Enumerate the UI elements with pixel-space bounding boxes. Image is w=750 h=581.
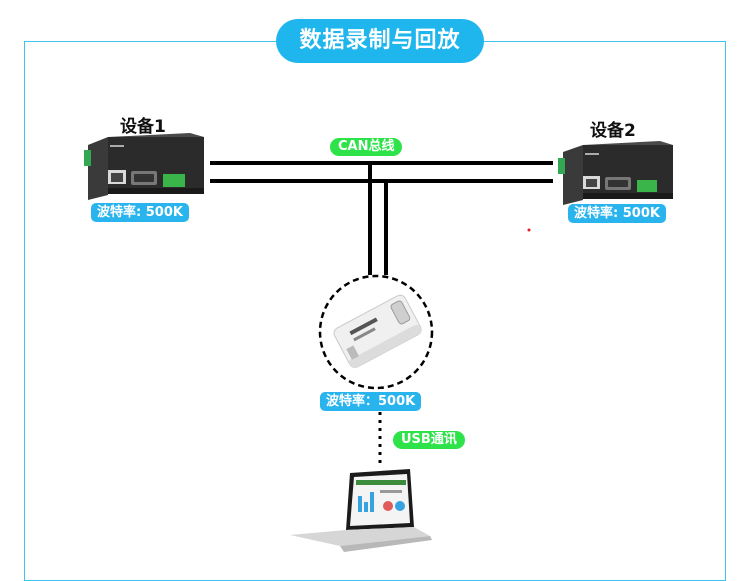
device-2-image xyxy=(558,141,673,205)
device-1-label: 设备1 xyxy=(120,117,166,137)
device-2-label: 设备2 xyxy=(590,121,636,141)
recorder-baud-badge: 波特率：500K xyxy=(320,392,422,411)
diagram-title: 数据录制与回放 xyxy=(276,19,484,63)
can-bus-lines xyxy=(210,161,553,275)
device-2-baud-badge: 波特率: 500K xyxy=(568,204,666,223)
laptop-image xyxy=(290,469,432,552)
marker-dot xyxy=(527,228,531,232)
can-bus-label: CAN总线 xyxy=(330,138,403,156)
recorder-device xyxy=(318,274,434,390)
device-1-image xyxy=(84,133,204,200)
usb-label: USB通讯 xyxy=(393,431,465,449)
diagram-canvas xyxy=(84,133,673,552)
device-1-baud-badge: 波特率: 500K xyxy=(91,203,189,222)
